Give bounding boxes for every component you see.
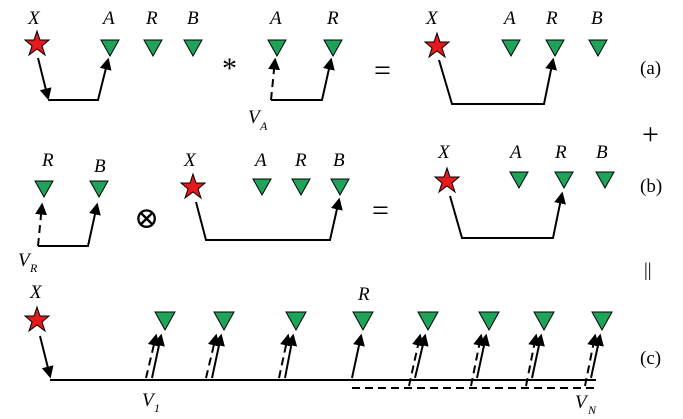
equals-sign: =: [374, 54, 391, 87]
ray-arrow: [531, 333, 545, 379]
ray-path: [271, 57, 335, 101]
label-b: B: [94, 156, 106, 177]
convolution-operator: *: [222, 52, 237, 85]
source-star-icon: [23, 29, 51, 57]
receiver-triangle-icon: [501, 39, 521, 58]
label-x: X: [183, 150, 197, 171]
receiver-triangle-icon: [591, 311, 613, 332]
receiver-triangle-icon: [213, 311, 235, 332]
correlation-operator: ⊗: [134, 202, 159, 235]
receiver-triangle-icon: [417, 311, 439, 332]
receiver-triangle-icon: [183, 39, 203, 58]
ray-arrow: [284, 333, 298, 379]
row-b: R B V R ⊗ X A R B = X A R B (b): [18, 142, 662, 275]
receiver-triangle-icon: [89, 180, 109, 199]
label-a: A: [253, 150, 267, 171]
dashed-ray: [268, 57, 281, 101]
receiver-triangle-icon: [330, 178, 350, 197]
virtual-source-vn-sub: N: [587, 403, 597, 417]
label-x: X: [27, 8, 41, 29]
ray-path: [449, 191, 566, 239]
ray-arrow: [37, 57, 52, 101]
receiver-triangle-icon: [352, 311, 374, 332]
dashed-ray: [470, 333, 486, 387]
dashed-ray: [278, 333, 292, 379]
ray-arrow: [351, 333, 365, 379]
dashed-ray: [584, 333, 600, 387]
ray-arrow: [414, 333, 429, 379]
receiver-triangle-icon: [291, 178, 311, 197]
dashed-ray: [145, 333, 160, 379]
label-a: A: [101, 8, 115, 29]
row-label-b: (b): [640, 176, 662, 197]
double-ray-arrows: [145, 333, 604, 387]
ray-arrow: [590, 333, 604, 379]
virtual-source-vr-sub: R: [29, 261, 38, 275]
virtual-source-v1-sub: 1: [154, 401, 160, 415]
receiver-triangle-icon: [478, 311, 500, 332]
dashed-ray: [35, 202, 48, 247]
receiver-triangle-icon: [154, 311, 176, 332]
label-r: R: [554, 142, 567, 163]
ray-arrow: [476, 333, 490, 379]
receiver-triangle-icon: [533, 311, 555, 332]
label-r: R: [145, 8, 158, 29]
label-b: B: [187, 8, 199, 29]
virtual-source-va-base: V: [248, 107, 262, 128]
label-r: R: [294, 150, 307, 171]
virtual-source-vn-base: V: [575, 392, 589, 413]
receiver-triangle-icon: [509, 171, 529, 190]
label-r: R: [545, 8, 558, 29]
receiver-triangle-icon: [34, 180, 54, 199]
receiver-triangle-icon: [267, 39, 287, 58]
equals-sign: =: [372, 194, 389, 227]
label-a: A: [508, 142, 522, 163]
dashed-ray: [205, 333, 220, 379]
label-x: X: [425, 8, 439, 29]
label-b: B: [591, 8, 603, 29]
label-r: R: [41, 150, 54, 171]
receiver-triangle-icon: [143, 39, 163, 58]
ray-path: [438, 57, 557, 105]
receiver-triangle-icon: [252, 178, 272, 197]
ray-path: [38, 202, 101, 247]
virtual-source-va-sub: A: [259, 119, 268, 133]
label-a: A: [268, 8, 282, 29]
parallel-sign: ||: [644, 260, 652, 281]
row-label-c: (c): [640, 348, 661, 369]
row-c: X R: [23, 282, 661, 417]
label-b: B: [333, 150, 345, 171]
row-label-a: (a): [640, 58, 661, 79]
dashed-ray: [525, 333, 541, 387]
receiver-triangle-icon: [588, 39, 608, 58]
label-b: B: [596, 142, 608, 163]
label-x: X: [437, 142, 451, 163]
label-r: R: [326, 8, 339, 29]
receiver-triangle-icon: [554, 171, 574, 190]
source-star-icon: [23, 305, 51, 333]
source-star-icon: [179, 172, 207, 200]
virtual-source-v1-base: V: [142, 390, 156, 411]
receiver-triangle-icon: [323, 39, 343, 58]
ray-arrow: [39, 335, 54, 379]
ray-path: [195, 197, 343, 241]
receiver-triangle-icon: [595, 171, 615, 190]
label-r: R: [357, 284, 370, 305]
source-star-icon: [423, 31, 451, 59]
label-x: X: [29, 282, 43, 303]
ray-arrow: [211, 333, 225, 379]
receiver-triangle-icon: [100, 39, 120, 58]
plus-sign: +: [642, 118, 659, 151]
ray-path: [48, 57, 112, 101]
row-a: X A R B * A R V A = X A R B (a): [23, 8, 661, 133]
receiver-triangle-icon: [545, 39, 565, 58]
source-star-icon: [433, 166, 461, 194]
receiver-triangle-icon: [285, 311, 307, 332]
ray-arrow: [151, 333, 165, 379]
label-a: A: [502, 8, 516, 29]
dashed-ray: [408, 333, 424, 387]
virtual-source-vr-base: V: [18, 250, 32, 271]
